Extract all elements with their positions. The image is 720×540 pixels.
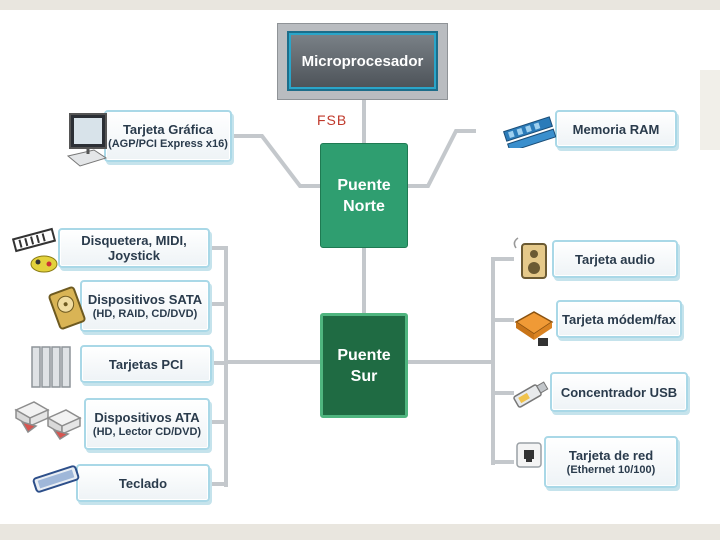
left-device-3-sub: (HD, Lector CD/DVD)	[92, 425, 202, 438]
left-device-3-title: Dispositivos ATA	[94, 409, 200, 425]
right-device-3: Tarjeta de red (Ethernet 10/100)	[544, 436, 678, 488]
optical-drive-icon	[14, 401, 82, 440]
south-bridge: Puente Sur	[320, 313, 408, 418]
left-device-1-title: Dispositivos SATA	[87, 291, 203, 307]
left-device-1: Dispositivos SATA (HD, RAID, CD/DVD)	[80, 280, 210, 332]
south-bridge-line2: Sur	[350, 367, 378, 385]
usb-icon	[513, 381, 549, 408]
right-device-1: Tarjeta módem/fax	[556, 300, 682, 338]
fsb-label: FSB	[317, 112, 348, 128]
ram-box: Memoria RAM	[555, 110, 677, 148]
side-strip	[700, 70, 720, 150]
pci-cards-icon	[31, 346, 71, 388]
keyboard-joystick-icon	[12, 227, 58, 273]
keyboard-icon	[32, 465, 80, 493]
left-device-3: Dispositivos ATA (HD, Lector CD/DVD)	[84, 398, 210, 450]
right-device-0-title: Tarjeta audio	[575, 251, 655, 267]
south-bridge-line1: Puente	[337, 346, 391, 364]
network-port-icon	[516, 442, 542, 468]
left-device-4: Teclado	[76, 464, 210, 502]
right-device-3-sub: (Ethernet 10/100)	[566, 463, 656, 476]
ram-module-icon	[502, 116, 556, 148]
right-device-1-title: Tarjeta módem/fax	[562, 311, 676, 327]
left-device-4-title: Teclado	[118, 475, 168, 491]
graphics-card-box: Tarjeta Gráfica (AGP/PCI Express x16)	[104, 110, 232, 162]
left-device-0: Disquetera, MIDI, Joystick	[58, 228, 210, 268]
left-device-0-title: Disquetera, MIDI, Joystick	[81, 233, 187, 263]
north-bridge-line2: Norte	[343, 197, 385, 215]
cpu-box: Microprocesador	[287, 31, 438, 91]
north-bridge: Puente Norte	[320, 143, 408, 248]
monitor-icon	[66, 113, 108, 167]
left-device-2: Tarjetas PCI	[80, 345, 212, 383]
left-device-1-sub: (HD, RAID, CD/DVD)	[92, 307, 198, 320]
right-device-0: Tarjeta audio	[552, 240, 678, 278]
left-device-2-title: Tarjetas PCI	[108, 356, 184, 372]
graphics-card-title: Tarjeta Gráfica	[122, 121, 214, 137]
speaker-icon	[513, 237, 547, 279]
north-bridge-line1: Puente	[337, 176, 391, 194]
modem-icon	[514, 311, 554, 346]
right-device-2: Concentrador USB	[550, 372, 688, 412]
right-device-3-title: Tarjeta de red	[568, 447, 654, 463]
graphics-card-sub: (AGP/PCI Express x16)	[108, 137, 228, 150]
hard-disk-icon	[48, 286, 86, 330]
right-device-2-title: Concentrador USB	[560, 384, 678, 400]
ram-title: Memoria RAM	[572, 121, 660, 137]
